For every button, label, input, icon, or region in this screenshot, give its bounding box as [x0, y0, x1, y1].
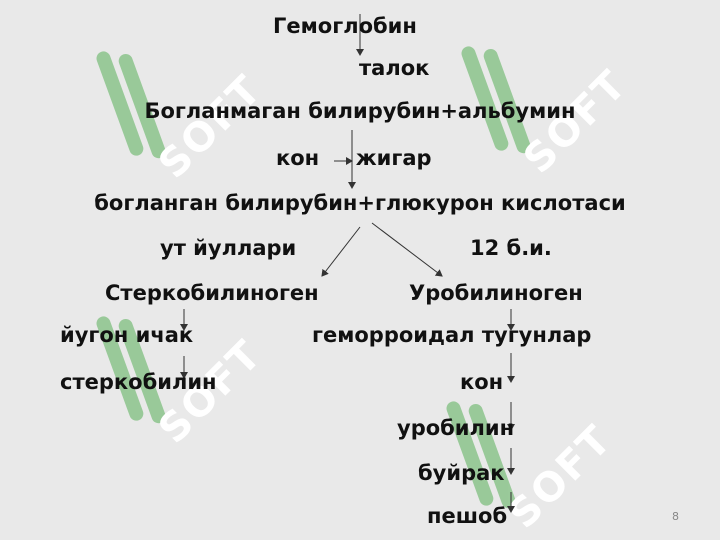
soft-logo-icon	[461, 46, 530, 154]
arrow-to-urobilinogen	[371, 222, 443, 277]
node-colon: йугон ичак	[60, 323, 194, 347]
node-unbound-bilirubin: Богланмаган билирубин+альбумин	[144, 99, 576, 123]
node-stercobilin: стеркобилин	[60, 370, 217, 394]
node-hemorrhoidal: геморроидал тугунлар	[312, 323, 592, 347]
node-hemoglobin: Гемоглобин	[273, 14, 417, 38]
node-kidney: буйрак	[418, 461, 505, 485]
node-blood-liver: кон жигар	[276, 146, 432, 170]
node-stercobilinogen: Стеркобилиноген	[105, 281, 319, 305]
arrow-to-stercobilinogen	[321, 226, 361, 277]
page-number: 8	[672, 510, 679, 523]
node-bile-ducts: ут йуллари	[160, 236, 297, 260]
soft-logo-icon	[96, 316, 165, 424]
node-bound-bilirubin: богланган билирубин+глюкурон кислотаси	[94, 191, 626, 215]
soft-logo-icon	[96, 51, 165, 159]
node-urine: пешоб	[427, 504, 508, 528]
soft-logo-icon	[446, 401, 515, 509]
node-spleen: талок	[359, 56, 430, 80]
node-duodenum: 12 б.и.	[470, 236, 552, 260]
node-urobilin: уробилин	[397, 416, 515, 440]
node-blood: кон	[460, 370, 504, 394]
node-urobilinogen: Уробилиноген	[409, 281, 583, 305]
